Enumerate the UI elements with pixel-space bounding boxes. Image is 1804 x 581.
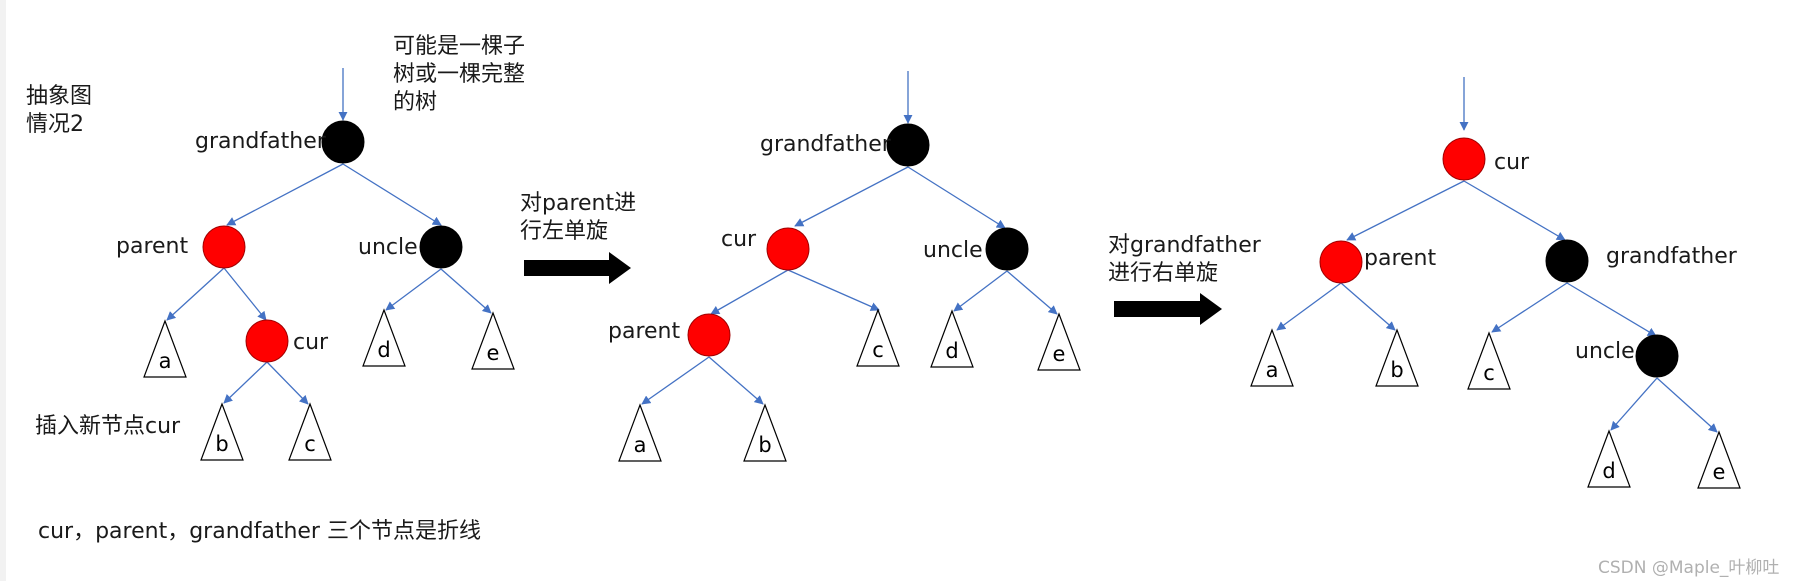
tree1-subtree-c: [288, 402, 332, 461]
tree2-subtree-c-letter: c: [872, 338, 884, 362]
tree2-subtree-c: [856, 308, 900, 367]
tree2-subtree-a: [618, 403, 662, 462]
tree2-edge-gf-cur: [794, 166, 909, 227]
tree1-subtree-d-letter: d: [377, 338, 390, 362]
tree2-uncle-label: uncle: [923, 238, 983, 263]
tree2-subtree-b: [743, 403, 787, 462]
tree1-subtree-b-letter: b: [215, 432, 228, 456]
tree1-parent-node: [202, 225, 246, 269]
tree3-edge-cur-gf: [1463, 180, 1566, 241]
tree3-subtree-e-letter: e: [1713, 460, 1726, 484]
tree1-cur-label: cur: [293, 330, 329, 355]
tree1-edge-parent-a: [166, 267, 225, 321]
tree2-subtree-b-letter: b: [758, 433, 771, 457]
tree2-cur-node: [766, 227, 810, 271]
tree2-edge-cur-c: [787, 269, 880, 311]
tree2-uncle-node: [985, 227, 1029, 271]
tree3-subtree-d: [1587, 429, 1631, 488]
left-margin-strip: [0, 0, 6, 581]
tree2-cur-label: cur: [721, 227, 757, 252]
step2-label-line2: 进行右单旋: [1108, 261, 1219, 286]
tree1-subtree-e-letter: e: [487, 341, 500, 365]
tree1-grandfather-label: grandfather: [195, 129, 326, 154]
step1-label-line1: 对parent进: [520, 191, 637, 216]
step1-label-line2: 行左单旋: [520, 219, 609, 244]
diagram-title-line1: 抽象图: [26, 84, 93, 109]
tree1-subtree-b: [200, 402, 244, 461]
tree1-edge-uncle-d: [385, 268, 442, 311]
tree3-edge-uncle-d: [1610, 377, 1658, 431]
tree1-edge-cur-c: [266, 361, 309, 405]
step2-arrow: [1114, 293, 1222, 325]
tree2-subtree-e: [1037, 312, 1081, 371]
tree3-edge-parent-a: [1276, 282, 1342, 331]
note-line1: 可能是一棵子: [393, 34, 526, 59]
tree1-edge-parent-cur: [223, 267, 267, 321]
tree2-edge-uncle-e: [1006, 270, 1058, 315]
tree3-cur-label: cur: [1494, 150, 1530, 175]
summary-caption: cur，parent，grandfather 三个节点是折线: [38, 519, 481, 544]
tree2-subtree-d: [930, 309, 974, 368]
tree2-grandfather-node: [886, 123, 930, 167]
tree3-parent-node: [1319, 240, 1363, 284]
diagram-title-line2: 情况2: [26, 112, 84, 137]
tree2-subtree-d-letter: d: [945, 339, 958, 363]
tree2-edge-parent-a: [641, 356, 710, 405]
note-line2: 树或一棵完整: [393, 62, 526, 87]
tree3-uncle-node: [1635, 334, 1679, 378]
tree3-edge-cur-parent: [1346, 180, 1465, 241]
tree2-subtree-a-letter: a: [634, 433, 647, 457]
tree1-edge-gf-uncle: [342, 163, 442, 226]
tree1-edge-cur-b: [223, 361, 268, 404]
tree3-edge-gf-uncle: [1566, 282, 1657, 337]
tree3-subtree-c-letter: c: [1483, 361, 1495, 385]
tree3-subtree-a-letter: a: [1266, 358, 1279, 382]
tree3-subtree-b-letter: b: [1390, 358, 1403, 382]
tree2-parent-node: [687, 313, 731, 357]
tree1-parent-label: parent: [116, 234, 189, 259]
tree1-subtree-e: [471, 311, 515, 370]
tree3-subtree-c: [1467, 331, 1511, 390]
tree2-edge-cur-parent: [710, 269, 789, 315]
tree2-parent-label: parent: [608, 319, 681, 344]
tree3-cur-node: [1442, 137, 1486, 181]
tree1-cur-node: [245, 319, 289, 363]
tree1-subtree-d: [362, 308, 406, 367]
insert-caption: 插入新节点cur: [35, 414, 181, 439]
tree3-edge-gf-c: [1491, 282, 1568, 333]
tree2-edge-gf-uncle: [907, 166, 1006, 229]
tree2-subtree-e-letter: e: [1053, 342, 1066, 366]
tree3-subtree-b: [1375, 328, 1419, 387]
watermark: CSDN @Maple_叶柳吐: [1598, 558, 1780, 578]
tree3-subtree-a: [1250, 328, 1294, 387]
tree3-subtree-e: [1697, 430, 1741, 489]
tree1-uncle-label: uncle: [358, 235, 418, 260]
tree3-edge-parent-b: [1340, 282, 1396, 331]
tree1-edge-uncle-e: [440, 268, 492, 314]
tree3-subtree-d-letter: d: [1602, 459, 1615, 483]
tree3-grandfather-label: grandfather: [1606, 244, 1737, 269]
step2-label-line1: 对grandfather: [1108, 233, 1261, 258]
tree1-subtree-c-letter: c: [304, 432, 316, 456]
tree2-grandfather-label: grandfather: [760, 132, 891, 157]
tree2-edge-parent-b: [708, 356, 764, 405]
tree3-parent-label: parent: [1364, 246, 1437, 271]
tree3-uncle-label: uncle: [1575, 339, 1635, 364]
tree1-grandfather-node: [321, 120, 365, 164]
tree2-edge-uncle-d: [953, 270, 1008, 312]
tree3-edge-uncle-e: [1656, 377, 1718, 433]
tree1-subtree-a-letter: a: [159, 349, 172, 373]
tree1-subtree-a: [143, 319, 187, 378]
step1-arrow: [524, 252, 631, 284]
tree3-grandfather-node: [1545, 239, 1589, 283]
tree1-edge-gf-parent: [226, 163, 344, 226]
tree1-uncle-node: [419, 225, 463, 269]
note-line3: 的树: [393, 90, 438, 115]
